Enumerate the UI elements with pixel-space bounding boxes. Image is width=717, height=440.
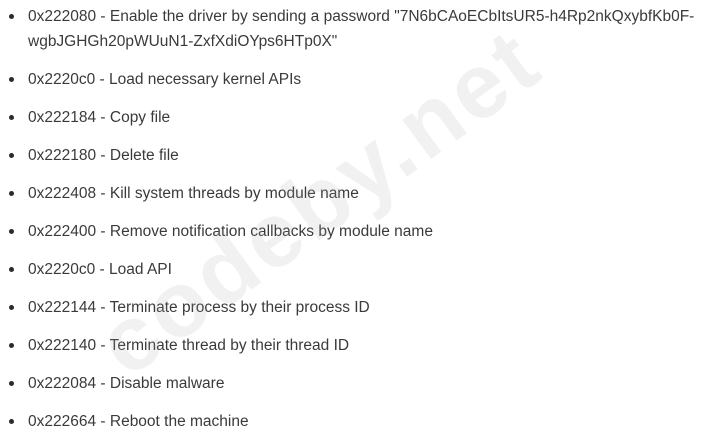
list-item: 0x222400 - Remove notification callbacks… <box>0 219 717 244</box>
bullet-icon <box>9 14 14 19</box>
ioctl-code: 0x222400 <box>28 223 97 240</box>
list-item: 0x2220c0 - Load API <box>0 257 717 282</box>
bullet-icon <box>9 153 14 158</box>
separator: - <box>95 71 110 88</box>
ioctl-description: Disable malware <box>109 375 225 392</box>
bullet-icon <box>9 115 14 120</box>
bullet-icon <box>9 343 14 348</box>
separator: - <box>96 109 110 126</box>
separator: - <box>96 375 110 392</box>
ioctl-description: Remove notification callbacks by module … <box>109 223 433 240</box>
ioctl-description: Kill system threads by module name <box>109 185 359 202</box>
list-item: 0x222408 - Kill system threads by module… <box>0 181 717 206</box>
list-item: 0x222140 - Terminate thread by their thr… <box>0 333 717 358</box>
ioctl-code: 0x222144 <box>28 299 97 316</box>
ioctl-code: 0x222184 <box>28 109 97 126</box>
separator: - <box>96 147 110 164</box>
separator: - <box>96 299 110 316</box>
separator: - <box>96 8 110 25</box>
ioctl-code: 0x222080 <box>28 8 97 25</box>
separator: - <box>96 413 110 430</box>
bullet-icon <box>9 77 14 82</box>
ioctl-description: Terminate process by their process ID <box>109 299 370 316</box>
ioctl-description: Load necessary kernel APIs <box>109 71 302 88</box>
list-item: 0x222180 - Delete file <box>0 143 717 168</box>
bullet-icon <box>9 305 14 310</box>
ioctl-code: 0x222408 <box>28 185 97 202</box>
ioctl-code: 0x2220c0 <box>28 71 96 88</box>
list-item: 0x222080 - Enable the driver by sending … <box>0 4 717 54</box>
bullet-icon <box>9 229 14 234</box>
separator: - <box>95 261 110 278</box>
ioctl-code: 0x222664 <box>28 413 97 430</box>
ioctl-code: 0x222180 <box>28 147 97 164</box>
separator: - <box>96 223 110 240</box>
ioctl-description: Delete file <box>109 147 179 164</box>
list-item: 0x222144 - Terminate process by their pr… <box>0 295 717 320</box>
ioctl-description: Terminate thread by their thread ID <box>109 337 350 354</box>
ioctl-description: Copy file <box>109 109 171 126</box>
separator: - <box>96 185 110 202</box>
bullet-icon <box>9 267 14 272</box>
list-item: 0x222184 - Copy file <box>0 105 717 130</box>
ioctl-description: Reboot the machine <box>109 413 249 430</box>
ioctl-code: 0x2220c0 <box>28 261 96 278</box>
ioctl-code: 0x222140 <box>28 337 97 354</box>
ioctl-description: Enable the driver by sending a password … <box>28 8 695 50</box>
ioctl-code-list: 0x222080 - Enable the driver by sending … <box>0 4 717 440</box>
list-item: 0x222084 - Disable malware <box>0 371 717 396</box>
bullet-icon <box>9 381 14 386</box>
ioctl-description: Load API <box>109 261 172 278</box>
list-item: 0x2220c0 - Load necessary kernel APIs <box>0 67 717 92</box>
ioctl-code: 0x222084 <box>28 375 97 392</box>
bullet-icon <box>9 419 14 424</box>
bullet-icon <box>9 191 14 196</box>
separator: - <box>96 337 110 354</box>
list-item: 0x222664 - Reboot the machine <box>0 409 717 434</box>
